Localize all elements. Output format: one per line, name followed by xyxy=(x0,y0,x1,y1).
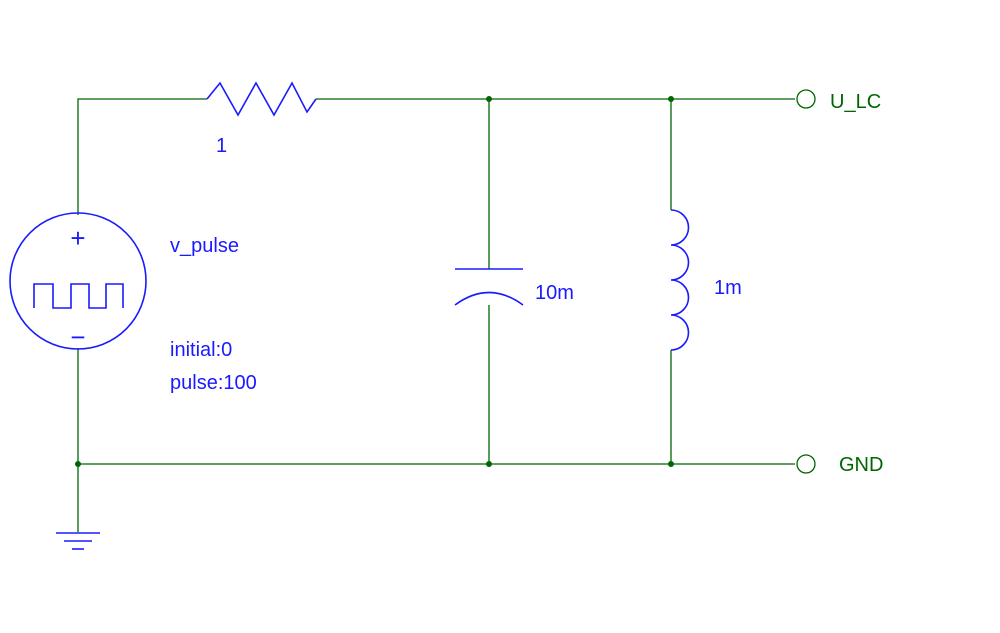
pulse-voltage-source[interactable]: + − v_pulse initial:0 pulse:100 xyxy=(9,212,257,394)
resistor[interactable]: 1 xyxy=(206,81,317,157)
junction-dot xyxy=(668,461,674,467)
ground-symbol-icon xyxy=(56,532,100,550)
inductor[interactable]: 1m xyxy=(670,209,742,351)
source-minus-sign: − xyxy=(70,322,85,352)
open-terminal-circle-icon xyxy=(796,89,816,109)
square-wave-icon xyxy=(33,283,124,309)
junction-dot xyxy=(75,461,81,467)
wires xyxy=(77,98,795,532)
capacitor-value-label: 10m xyxy=(535,282,574,304)
wire-top-left xyxy=(77,98,207,215)
terminal-gnd-label: GND xyxy=(839,454,883,476)
source-circle-icon xyxy=(9,212,147,350)
source-param-pulse: pulse:100 xyxy=(170,372,257,394)
inductor-value-label: 1m xyxy=(714,277,742,299)
source-name-label: v_pulse xyxy=(170,235,239,257)
terminal-u-lc[interactable]: U_LC xyxy=(796,89,881,113)
capacitor[interactable]: 10m xyxy=(454,268,574,306)
source-param-initial: initial:0 xyxy=(170,339,232,361)
open-terminal-circle-icon xyxy=(796,454,816,474)
terminal-gnd[interactable]: GND xyxy=(796,454,883,476)
inductor-coil-icon xyxy=(670,209,690,351)
junction-dot xyxy=(486,96,492,102)
source-plus-sign: + xyxy=(70,223,85,253)
capacitor-curved-plate-icon xyxy=(454,291,524,306)
junction-dot xyxy=(486,461,492,467)
junctions xyxy=(75,96,674,467)
terminal-u-lc-label: U_LC xyxy=(830,91,881,113)
resistor-value-label: 1 xyxy=(216,135,227,157)
junction-dot xyxy=(668,96,674,102)
resistor-zigzag-icon xyxy=(206,81,317,117)
